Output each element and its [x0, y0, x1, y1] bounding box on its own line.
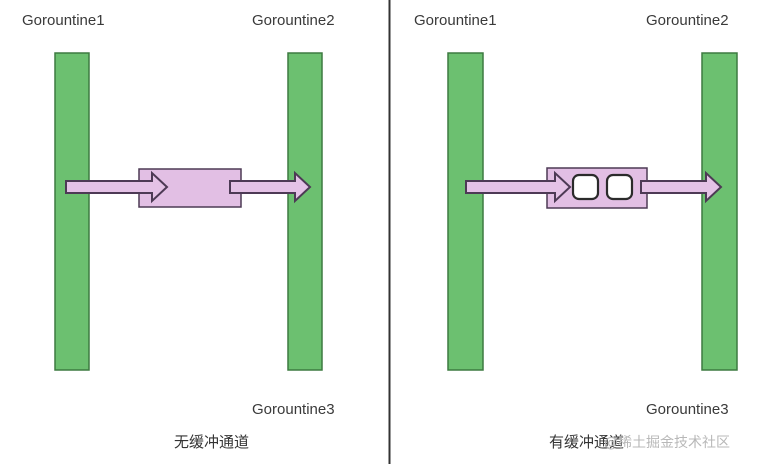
right-goroutine1-label: Gorountine1 — [414, 12, 497, 29]
right-receive-arrow — [640, 170, 723, 204]
left-caption: 无缓冲通道 — [174, 433, 249, 451]
right-goroutine2-bar — [701, 52, 738, 371]
left-goroutine3-label: Gorountine3 — [252, 401, 335, 418]
left-send-arrow — [65, 170, 169, 204]
left-goroutine2-label: Gorountine2 — [252, 12, 335, 29]
unbuffered-panel: Gorountine1 Gorountine2 Gorountine3 无缓冲通… — [22, 12, 335, 451]
left-receive-arrow — [229, 170, 312, 204]
right-goroutine1-bar — [447, 52, 484, 371]
left-goroutine1-label: Gorountine1 — [22, 12, 105, 29]
right-goroutine3-label: Gorountine3 — [646, 401, 729, 418]
left-goroutine2-bar — [287, 52, 323, 371]
right-goroutine2-label: Gorountine2 — [646, 12, 729, 29]
buffer-slot-1 — [571, 173, 600, 201]
buffered-panel: Gorountine1 Gorountine2 Gorountine3 有缓冲通… — [414, 12, 738, 451]
buffer-slot-2 — [605, 173, 634, 201]
watermark: @稀土掘金技术社区 — [604, 435, 730, 451]
left-goroutine1-bar — [54, 52, 90, 371]
right-send-arrow — [465, 170, 572, 204]
right-caption: 有缓冲通道 — [549, 433, 624, 451]
